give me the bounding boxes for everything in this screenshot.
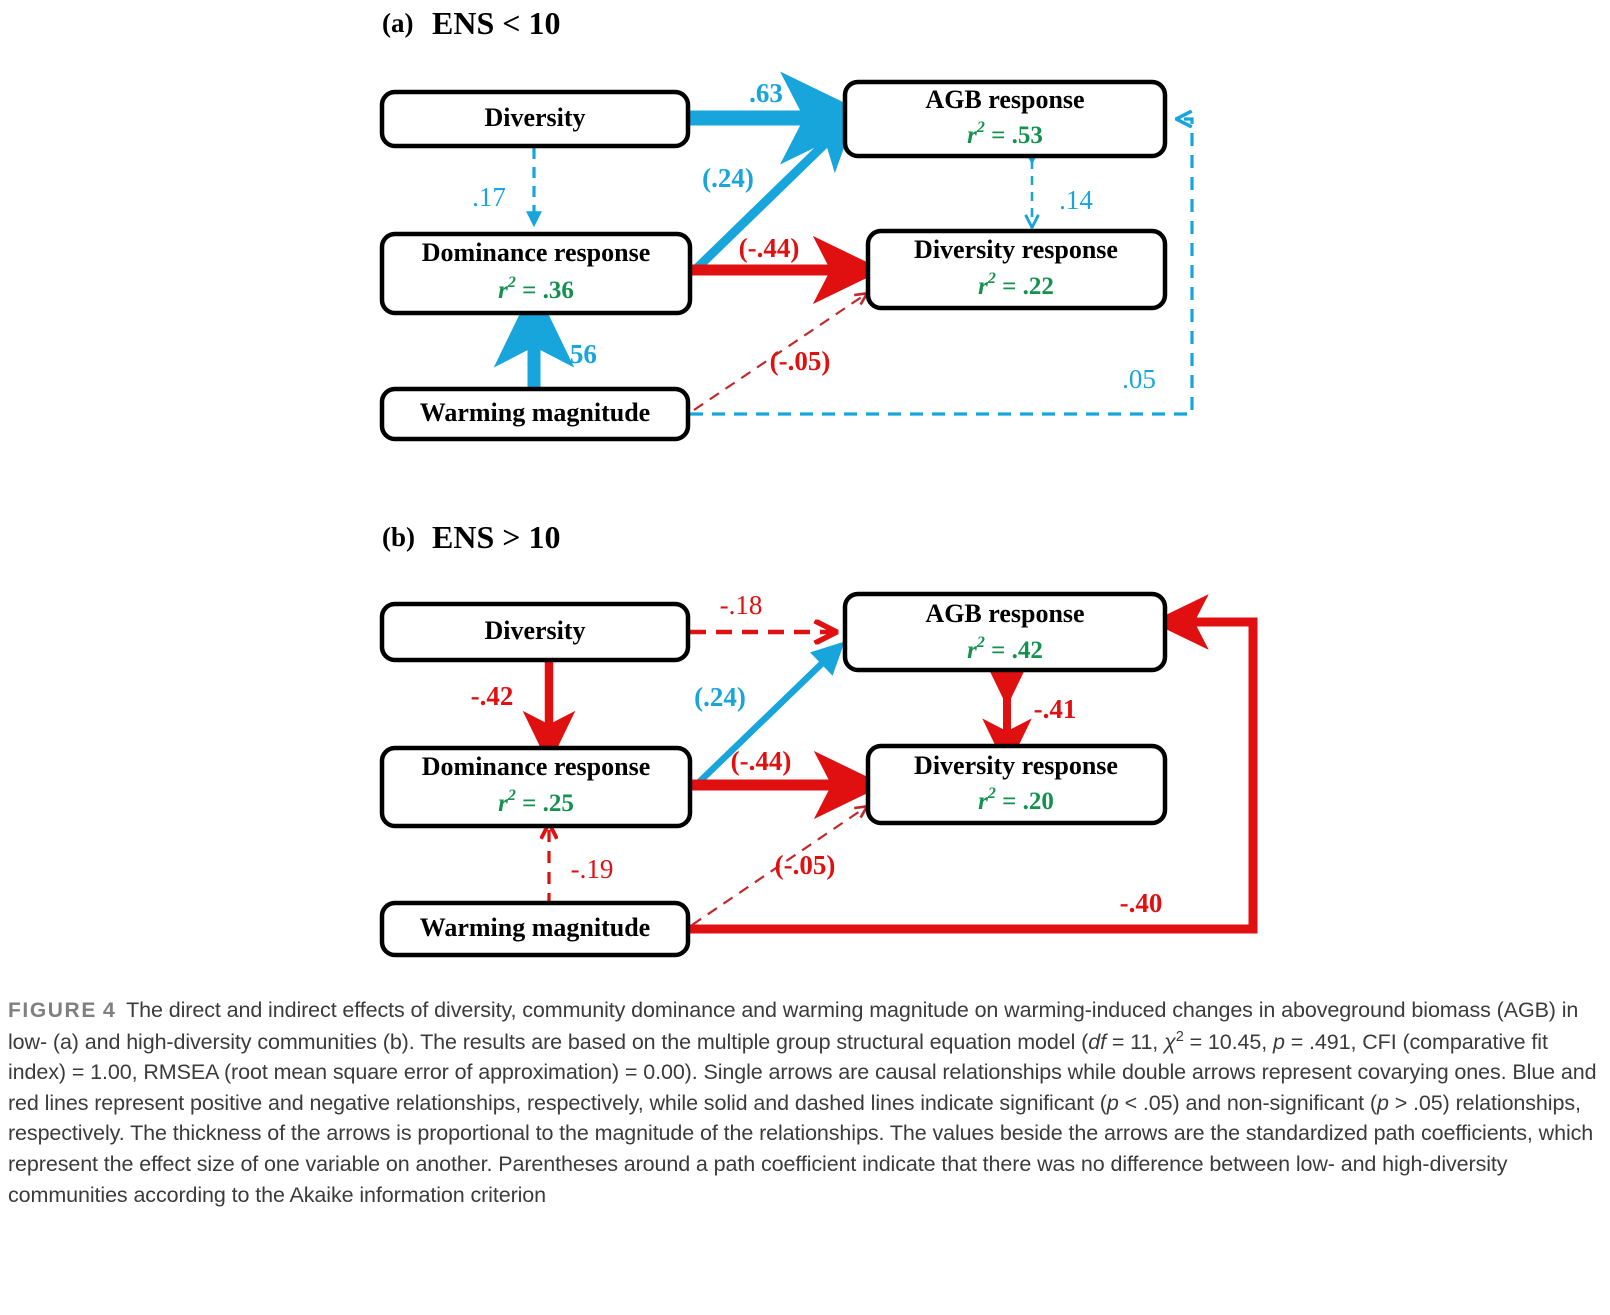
panel-a: (a) ENS < 10 .05 (-.05) .63 .17 (.24): [379, 5, 1194, 442]
node-b-diversity-response[interactable]: Diversity response r2 = .20: [865, 743, 1168, 826]
path-a-warm-agb: .05: [690, 119, 1194, 416]
node-b-dominance-response-r2: r2 = .25: [498, 787, 574, 817]
coef-b-warm-dom: -.19: [571, 854, 614, 884]
node-a-dominance-response-r2: r2 = .36: [498, 274, 574, 304]
figure-number: 4: [102, 998, 115, 1022]
path-b-warm-divresp: (-.05): [691, 807, 866, 926]
caption-p-value: = .491, CFI (comparative fit index) = 1.…: [8, 1029, 1597, 1115]
path-a-agb-divresp-cov: .14: [1032, 160, 1093, 226]
coef-a-div-dom: .17: [472, 182, 506, 212]
caption-part-1: The direct and indirect effects of diver…: [8, 998, 1579, 1054]
node-b-diversity-response-label: Diversity response: [914, 751, 1118, 780]
coef-b-agb-divresp-cov: -.41: [1034, 694, 1077, 724]
coef-a-warm-agb: .05: [1122, 364, 1156, 394]
sem-path-diagram: (a) ENS < 10 .05 (-.05) .63 .17 (.24): [379, 5, 1258, 958]
node-a-dominance-response-label: Dominance response: [422, 238, 650, 267]
coef-b-div-dom: -.42: [471, 681, 514, 711]
node-a-agb-response-label: AGB response: [925, 85, 1084, 114]
node-b-agb-response-r2: r2 = .42: [967, 634, 1043, 664]
panel-b-letter: (b): [382, 522, 415, 552]
figure-caption: FIGURE 4 The direct and indirect effects…: [8, 995, 1604, 1210]
node-a-agb-response[interactable]: AGB response r2 = .53: [842, 79, 1168, 159]
coef-a-agb-divresp-cov: .14: [1059, 185, 1093, 215]
path-b-dom-agb: (.24): [690, 641, 845, 791]
node-b-warming-magnitude-label: Warming magnitude: [420, 913, 650, 942]
path-b-dom-divresp: (-.44): [690, 746, 885, 820]
caption-pgt-value: > .05) relationships, respectively. The …: [8, 1090, 1594, 1207]
node-b-warming-magnitude[interactable]: Warming magnitude: [379, 900, 691, 958]
coef-b-dom-divresp: (-.44): [731, 746, 792, 776]
path-b-warm-agb: -.40: [688, 594, 1258, 934]
node-b-dominance-response-label: Dominance response: [422, 752, 650, 781]
node-a-warming-magnitude[interactable]: Warming magnitude: [379, 386, 691, 442]
node-b-agb-response[interactable]: AGB response r2 = .42: [842, 591, 1168, 673]
coef-a-dom-divresp: (-.44): [739, 233, 800, 263]
caption-plt-value: < .05) and non-significant (: [1118, 1090, 1377, 1115]
path-b-div-agb: -.18: [690, 590, 834, 632]
node-a-warming-magnitude-label: Warming magnitude: [420, 398, 650, 427]
coef-a-warm-dom: .56: [563, 339, 597, 369]
coef-b-div-agb: -.18: [720, 590, 763, 620]
caption-p-italic: p: [1273, 1029, 1285, 1054]
caption-chi-sup: 2: [1175, 1028, 1184, 1045]
node-b-diversity-response-r2: r2 = .20: [978, 785, 1054, 815]
path-a-dom-divresp: (-.44): [690, 233, 884, 305]
panel-a-title: ENS < 10: [432, 5, 560, 41]
path-a-div-agb: .63: [688, 71, 876, 165]
caption-pgt-italic: p: [1376, 1090, 1389, 1115]
node-a-diversity-label: Diversity: [484, 103, 585, 132]
panel-b: (b) ENS > 10 -.40 (-.05) -.18 -.42 (.24): [379, 519, 1258, 958]
path-a-div-dom: .17: [472, 148, 542, 228]
node-a-diversity-response-r2: r2 = .22: [978, 270, 1054, 300]
path-a-dom-agb: (.24): [689, 112, 857, 276]
panel-b-title: ENS > 10: [432, 519, 560, 555]
path-b-warm-dom: -.19: [549, 825, 613, 905]
caption-chi-value: = 10.45,: [1183, 1029, 1273, 1054]
node-a-dominance-response[interactable]: Dominance response r2 = .36: [379, 231, 693, 316]
figure-label: FIGURE: [8, 999, 97, 1022]
node-a-diversity-response[interactable]: Diversity response r2 = .22: [865, 228, 1168, 311]
path-b-agb-divresp-cov: -.41: [982, 655, 1077, 770]
panel-a-letter: (a): [382, 8, 413, 38]
path-b-div-dom: -.42: [471, 660, 576, 766]
caption-df-value: = 11,: [1105, 1029, 1165, 1054]
node-b-diversity[interactable]: Diversity: [379, 601, 691, 663]
node-b-dominance-response[interactable]: Dominance response r2 = .25: [379, 745, 693, 829]
node-a-diversity-response-label: Diversity response: [914, 235, 1118, 264]
caption-chi-italic: χ: [1164, 1029, 1176, 1054]
node-a-agb-response-r2: r2 = .53: [967, 119, 1043, 149]
caption-plt-italic: p: [1106, 1090, 1119, 1115]
coef-a-dom-agb: (.24): [702, 163, 754, 193]
path-a-warm-divresp: (-.05): [693, 294, 866, 411]
coef-a-warm-divresp: (-.05): [770, 346, 831, 376]
coef-b-dom-agb: (.24): [694, 682, 746, 712]
node-b-diversity-label: Diversity: [484, 616, 585, 645]
node-b-agb-response-label: AGB response: [925, 599, 1084, 628]
coef-b-warm-agb: -.40: [1120, 888, 1163, 918]
caption-df-italic: df: [1088, 1029, 1106, 1054]
coef-a-div-agb: .63: [749, 78, 783, 108]
node-a-diversity[interactable]: Diversity: [379, 89, 691, 149]
coef-b-warm-divresp: (-.05): [775, 850, 836, 880]
path-a-warm-dom: .56: [493, 284, 597, 389]
